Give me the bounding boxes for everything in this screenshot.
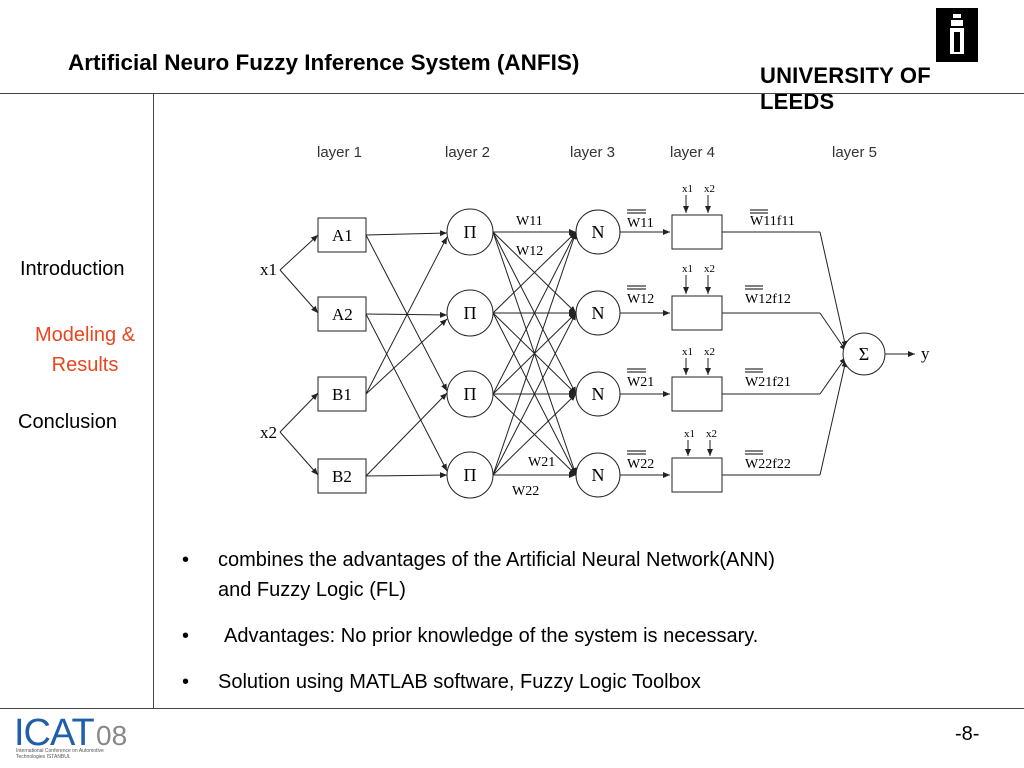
- icat-logo: ICAT 08 International Conference on Auto…: [14, 712, 134, 762]
- consequent-label: W21f21: [745, 375, 791, 390]
- input-x1-label: x1: [260, 260, 277, 279]
- normalize-symbol: N: [592, 222, 605, 242]
- normalize-symbol: N: [592, 384, 605, 404]
- layer-label: layer 1: [317, 144, 362, 161]
- normalize-symbol: N: [592, 303, 605, 323]
- node-a1: [317, 217, 367, 253]
- output-y-label: y: [921, 344, 930, 363]
- bullet-item: • Solution using MATLAB software, Fuzzy …: [182, 667, 982, 697]
- bullet-text: Solution using MATLAB software, Fuzzy Lo…: [218, 671, 701, 693]
- consequent-node: [671, 376, 723, 412]
- layer-label: layer 5: [832, 144, 877, 161]
- icat-logo-subtitle: International Conference on Automotive T…: [16, 748, 104, 760]
- node-a1-label: A1: [332, 226, 353, 245]
- bullet-item: • combines the advantages of the Artific…: [182, 545, 982, 605]
- university-name: UNIVERSITY OF LEEDS: [760, 63, 931, 114]
- layer-label: layer 2: [445, 144, 490, 161]
- consequent-label: W12f12: [745, 292, 791, 307]
- normalize-symbol: N: [592, 465, 605, 485]
- input-x2-label: x2: [260, 423, 277, 442]
- bullet-dot: •: [182, 549, 190, 571]
- footer-divider: [0, 708, 1024, 709]
- bullet-dot: •: [182, 625, 190, 647]
- nav-results-label: Results: [51, 354, 119, 376]
- sum-symbol: Σ: [859, 344, 869, 364]
- input-x1-small: x1: [682, 263, 693, 275]
- layer-label: layer 3: [570, 144, 615, 161]
- nav-modeling-label: Modeling &: [34, 324, 136, 346]
- bullet-text: Advantages: No prior knowledge of the sy…: [224, 625, 759, 647]
- university-logo: UNIVERSITY OF LEEDS: [760, 4, 1004, 114]
- bullet-item: • Advantages: No prior knowledge of the …: [182, 621, 982, 651]
- bullet-dot: •: [182, 671, 190, 693]
- input-x2-small: x2: [704, 263, 715, 275]
- header-divider: [0, 93, 1024, 94]
- product-symbol: Π: [464, 465, 477, 485]
- input-x2-small: x2: [704, 346, 715, 358]
- sidebar-divider: [153, 94, 154, 708]
- input-x1-small: x1: [682, 183, 693, 195]
- slide-title: Artificial Neuro Fuzzy Inference System …: [68, 50, 580, 75]
- icat-logo-text: ICAT: [14, 712, 95, 754]
- input-x2-small: x2: [704, 183, 715, 195]
- consequent-node: [671, 295, 723, 331]
- weight-label: W22: [512, 484, 539, 499]
- node-a2-label: A2: [332, 305, 353, 324]
- norm-weight-label: W22: [627, 457, 654, 472]
- nav-modeling-results[interactable]: Modeling & Results: [18, 320, 152, 380]
- bullet-list: • combines the advantages of the Artific…: [182, 545, 982, 713]
- norm-weight-label: W11: [627, 216, 654, 231]
- weight-label: W21: [528, 455, 555, 470]
- tower-icon: [936, 8, 978, 62]
- bullet-text: combines the advantages of the Artificia…: [218, 549, 775, 571]
- input-x1-small: x1: [682, 346, 693, 358]
- norm-weight-label: W21: [627, 375, 654, 390]
- weight-label: W11: [516, 214, 543, 229]
- node-a2: [317, 296, 367, 332]
- bullet-text: and Fuzzy Logic (FL): [218, 579, 406, 601]
- consequent-label: W11f11: [750, 214, 795, 229]
- consequent-node: [671, 214, 723, 250]
- icat-logo-year: 08: [96, 720, 128, 751]
- product-symbol: Π: [464, 384, 477, 404]
- page-number: -8-: [955, 723, 980, 745]
- layer-label: layer 4: [670, 144, 715, 161]
- weight-label: W12: [516, 244, 543, 259]
- node-b1-label: B1: [332, 385, 352, 404]
- consequent-label: W22f22: [745, 457, 791, 472]
- input-x2-small: x2: [706, 428, 717, 440]
- product-symbol: Π: [464, 303, 477, 323]
- product-symbol: Π: [464, 222, 477, 242]
- nav-conclusion[interactable]: Conclusion: [18, 411, 117, 433]
- consequent-node: [671, 457, 723, 493]
- norm-weight-label: W12: [627, 292, 654, 307]
- nav-introduction[interactable]: Introduction: [20, 258, 125, 280]
- input-x1-small: x1: [684, 428, 695, 440]
- anfis-diagram: layer 1 layer 2 layer 3 layer 4 layer 5 …: [260, 144, 930, 499]
- node-b2-label: B2: [332, 467, 352, 486]
